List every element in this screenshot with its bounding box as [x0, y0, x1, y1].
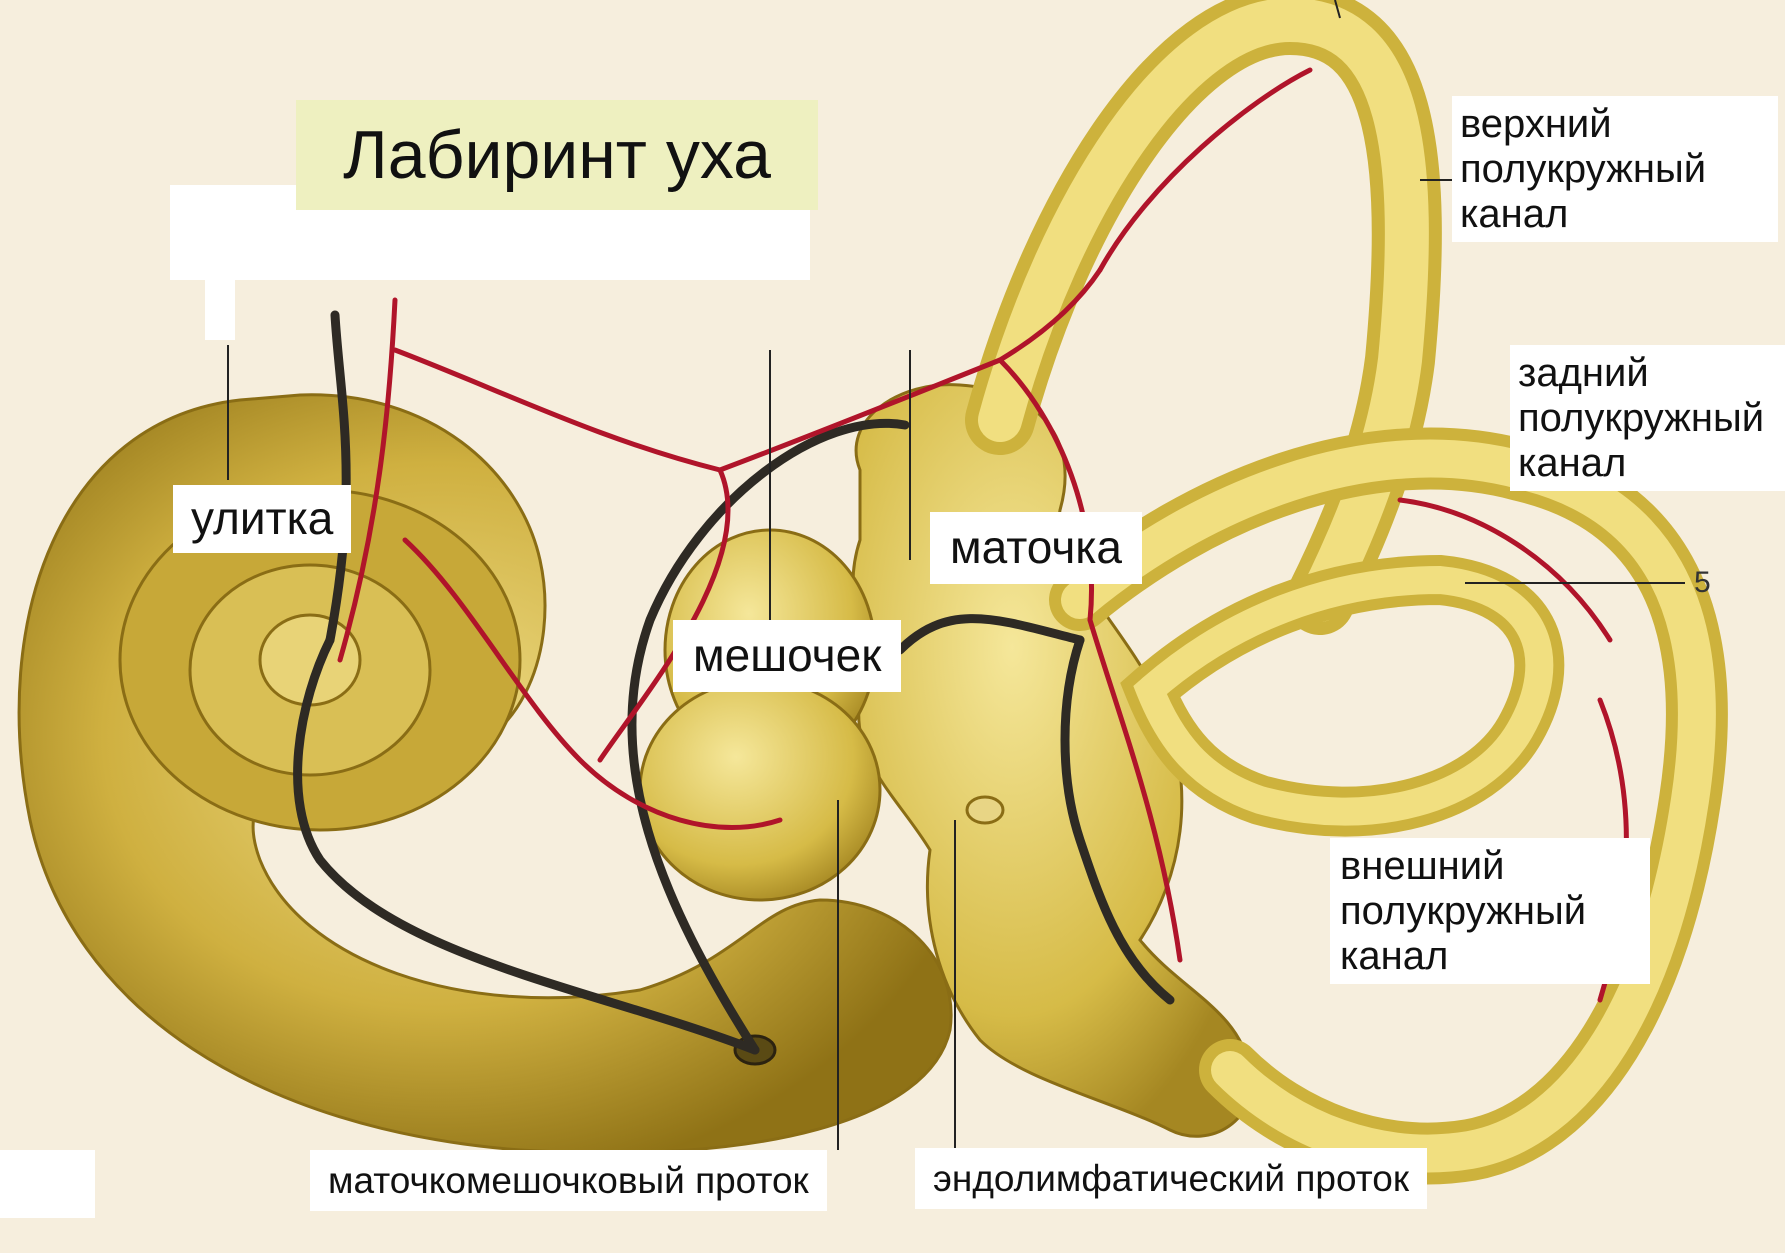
label-posterior-canal: задний полукружный канал	[1510, 345, 1785, 491]
saccule-lower-shape	[640, 680, 880, 900]
label-lateral-canal: внешний полукружный канал	[1330, 838, 1650, 984]
label-line: полукружный	[1460, 147, 1770, 192]
label-utricle: маточка	[930, 512, 1142, 584]
label-number-5: 5	[1694, 566, 1711, 600]
label-line: канал	[1340, 934, 1640, 979]
diagram-title: Лабиринт уха	[296, 100, 818, 210]
label-line: полукружный	[1518, 396, 1785, 441]
label-line: канал	[1460, 192, 1770, 237]
blank-box	[205, 280, 235, 340]
label-line: задний	[1518, 351, 1785, 396]
blank-box	[0, 1150, 95, 1218]
label-saccule: мешочек	[673, 620, 901, 692]
label-cochlea: улитка	[173, 485, 351, 553]
label-line: внешний	[1340, 844, 1640, 889]
label-line: канал	[1518, 441, 1785, 486]
label-line: верхний	[1460, 102, 1770, 147]
label-line: полукружный	[1340, 889, 1640, 934]
label-utriculosaccular-duct: маточкомешочковый проток	[310, 1150, 827, 1211]
label-superior-canal: верхний полукружный канал	[1452, 96, 1778, 242]
label-endolymphatic-duct: эндолимфатический проток	[915, 1148, 1427, 1209]
